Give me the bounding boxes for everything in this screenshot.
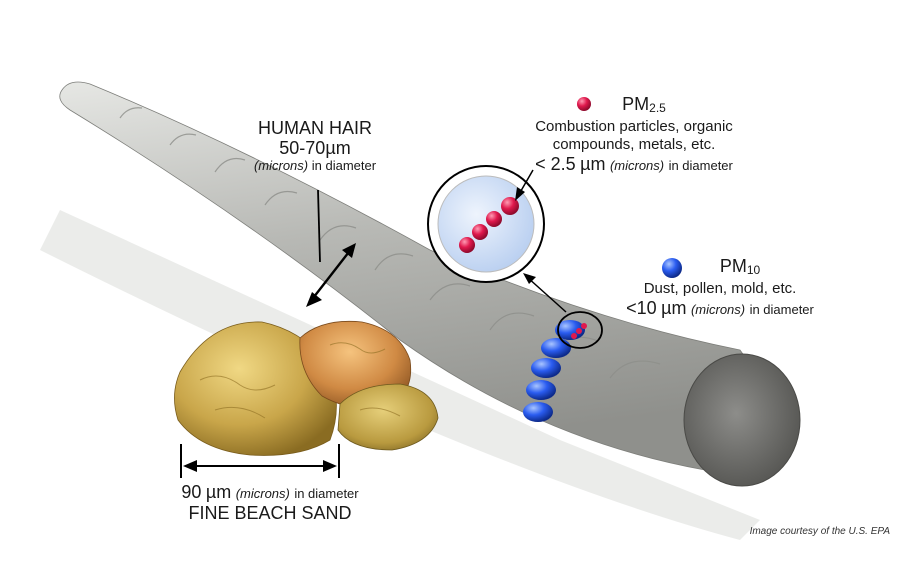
pm25-size: < 2.5 (535, 154, 576, 174)
pm25-suffix: in diameter (668, 158, 733, 173)
pm10-symbol: PM (719, 256, 747, 276)
pm10-subscript: 10 (746, 263, 761, 277)
beach-sand-unit: µm (205, 482, 232, 502)
human-hair-title: HUMAN HAIR (257, 118, 372, 138)
image-credit: Image courtesy of the U.S. EPA (749, 526, 890, 537)
pm25-note: (microns) (609, 158, 665, 173)
pm10-note: (microns) (690, 302, 746, 317)
pm10-unit: µm (661, 298, 687, 318)
pm10-suffix: in diameter (749, 302, 814, 317)
sand-texture (199, 342, 401, 419)
magnify-arrow (526, 276, 567, 313)
beach-sand-size: 90 (181, 482, 202, 502)
sand-grain-olive (337, 383, 439, 451)
pm25-small-ring (557, 311, 603, 349)
sand-arrowhead-right (323, 460, 337, 472)
beach-sand-label: 90 µm (microns) in diameter FINE BEACH S… (150, 482, 390, 523)
hair-leader-line (317, 189, 321, 263)
human-hair-size: 50-70 (279, 138, 326, 158)
pm25-description-1: Combustion particles, organic (535, 118, 733, 135)
pm25-unit: µm (580, 154, 606, 174)
pm25-description-2: compounds, metals, etc. (552, 136, 716, 153)
hair-diameter-arrow (309, 247, 353, 303)
hair-arrowhead-top (342, 243, 356, 258)
pm25-leader-arrowhead (515, 187, 525, 201)
pm25-magnified-chain (459, 197, 519, 253)
human-hair-suffix: in diameter (311, 158, 377, 173)
pm10-size: <10 (626, 298, 657, 318)
hair-cut-end (683, 353, 801, 487)
beach-sand-suffix: in diameter (294, 486, 359, 501)
pm10-legend-dot (662, 258, 682, 278)
beach-sand-note: (microns) (235, 486, 290, 501)
human-hair-label: HUMAN HAIR 50-70µm (microns) in diameter (240, 118, 390, 174)
magnify-arrowhead (523, 273, 536, 284)
human-hair-note: (microns) (253, 158, 309, 173)
pm25-symbol: PM (622, 94, 650, 114)
hair-arrowhead-bottom (306, 292, 322, 307)
pm25-label: PM2.5 Combustion particles, organic comp… (500, 94, 768, 175)
pm25-subscript: 2.5 (649, 101, 666, 115)
pm10-label: PM10 Dust, pollen, mold, etc. <10 µm (mi… (590, 256, 850, 319)
pm25-tiny-particles (571, 323, 587, 339)
beach-sand-title: FINE BEACH SAND (188, 503, 352, 523)
pm10-particle-chain (523, 320, 585, 422)
sand-grain-gold (174, 321, 337, 456)
sand-arrowhead-left (183, 460, 197, 472)
human-hair-unit: µm (325, 138, 351, 158)
pm25-legend-dot (577, 97, 591, 111)
pm10-description: Dust, pollen, mold, etc. (643, 280, 797, 297)
